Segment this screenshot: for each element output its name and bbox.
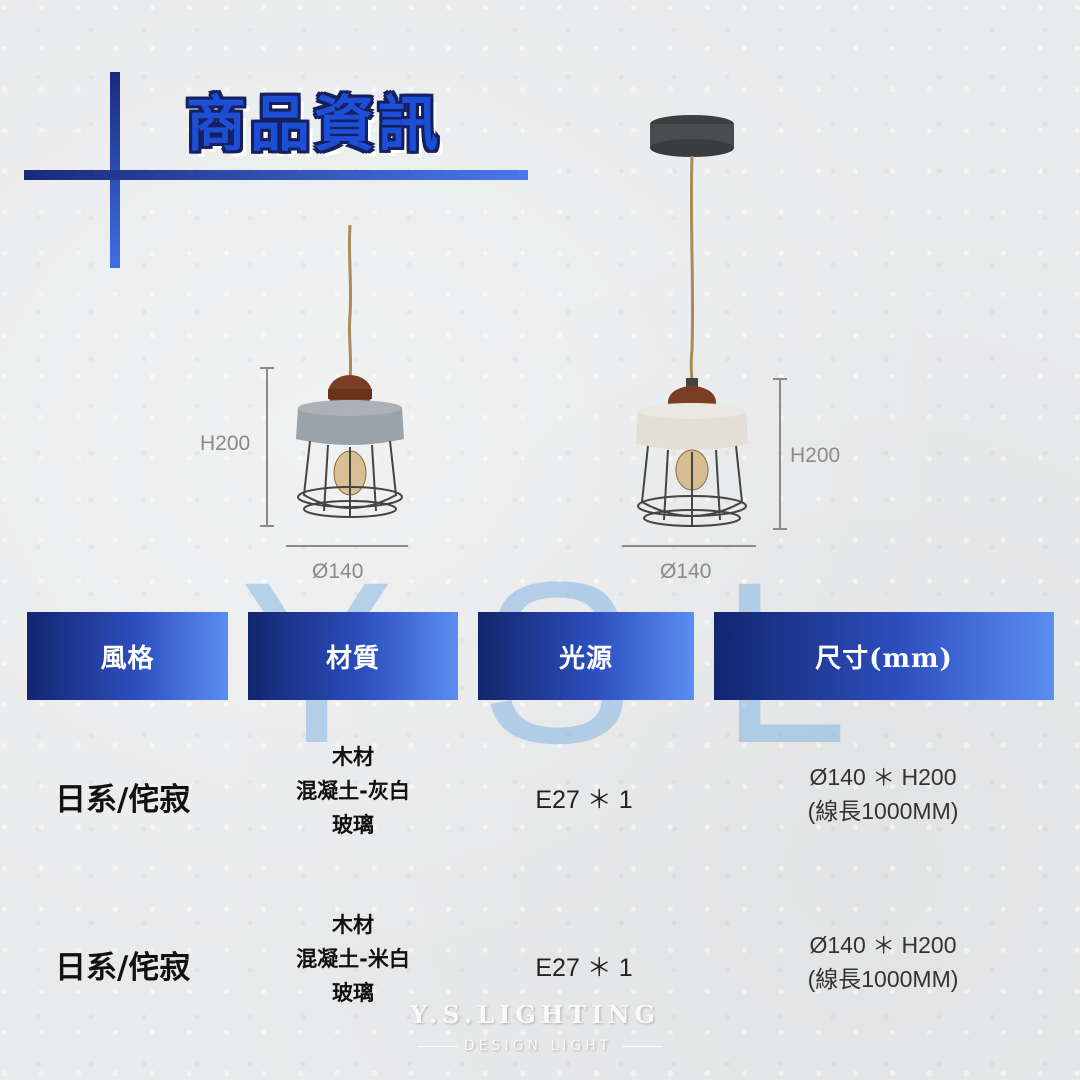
row2-size-line2: (線長1000MM) <box>807 966 959 992</box>
brand-logo-tagline: DESIGN LIGHT <box>464 1038 613 1054</box>
brand-logo-rule-left <box>418 1046 458 1047</box>
brand-logo-rule-right <box>622 1046 662 1047</box>
row2-light-source: E27 ＊ 1 <box>535 954 633 982</box>
pendant-lamp-beige-image <box>636 115 748 527</box>
header-size: 尺寸(mm) <box>714 612 1054 700</box>
lamp1-width-line <box>286 545 408 547</box>
row2-material-line2: 混凝土-米白 <box>296 947 410 971</box>
header-style: 風格 <box>27 612 228 700</box>
row1-material-line3: 玻璃 <box>332 813 374 837</box>
row1-material-line2: 混凝土-灰白 <box>296 779 410 803</box>
lamp2-height-cap-top <box>773 378 787 380</box>
row2-size-line1: Ø140 ＊ H200 <box>809 932 957 958</box>
header-material: 材質 <box>248 612 458 700</box>
lamp2-width-label: Ø140 <box>660 560 712 583</box>
row1-size: Ø140 ＊ H200 (線長1000MM) <box>733 760 1033 828</box>
row1-style: 日系/侘寂 <box>55 782 191 818</box>
lamp2-height-cap-bottom <box>773 528 787 530</box>
pendant-lamp-grey-image <box>296 225 404 518</box>
row2-material-line1: 木材 <box>332 913 374 937</box>
row1-light-source: E27 ＊ 1 <box>535 786 633 814</box>
header-light-source: 光源 <box>478 612 694 700</box>
row1-material: 木材 混凝土-灰白 玻璃 <box>253 740 453 842</box>
row2-material-line3: 玻璃 <box>332 981 374 1005</box>
row2-material: 木材 混凝土-米白 玻璃 <box>253 908 453 1010</box>
row2-size: Ø140 ＊ H200 (線長1000MM) <box>733 928 1033 996</box>
row1-size-line2: (線長1000MM) <box>807 798 959 824</box>
brand-logo-name: Y.S.LIGHTING <box>410 1000 661 1029</box>
page-title: 商品資訊 <box>186 90 442 160</box>
row2-style: 日系/侘寂 <box>55 950 191 986</box>
lamp1-height-cap-bottom <box>260 525 274 527</box>
lamp2-height-line <box>779 378 781 530</box>
lamp1-height-label: H200 <box>200 432 251 455</box>
lamp2-width-line <box>622 545 756 547</box>
lamp1-width-label: Ø140 <box>312 560 364 583</box>
lamp1-height-cap-top <box>260 367 274 369</box>
row1-size-line1: Ø140 ＊ H200 <box>809 764 957 790</box>
lamp2-height-label: H200 <box>790 444 841 467</box>
header-horizontal-bar <box>24 170 528 180</box>
lamp1-height-line <box>266 367 268 527</box>
row1-material-line1: 木材 <box>332 745 374 769</box>
